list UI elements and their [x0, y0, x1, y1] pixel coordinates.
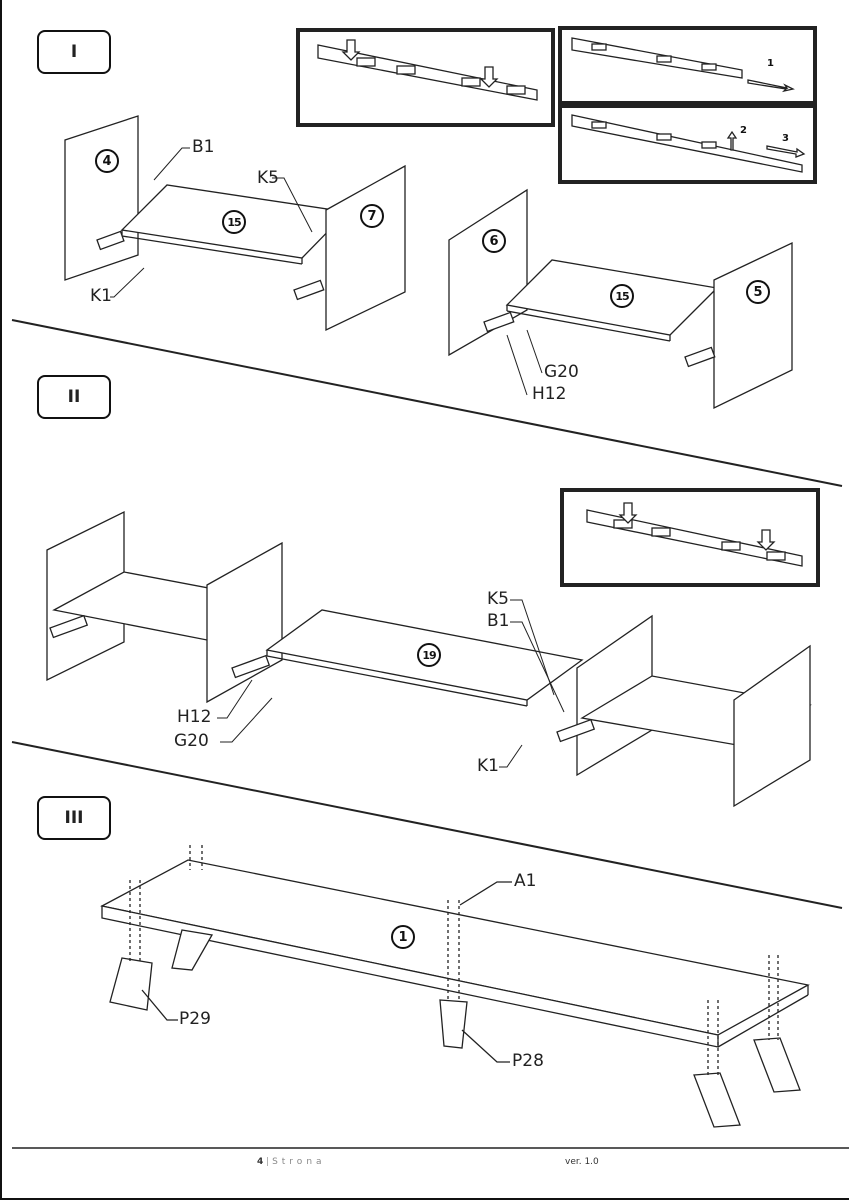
cabinet-drawing: [46, 510, 812, 808]
panel-number-7: 7: [360, 204, 384, 228]
version-label: ver. 1.0: [565, 1157, 599, 1167]
part-label-g20: G20: [544, 362, 579, 382]
step-label-1: I: [37, 30, 111, 74]
rail-detail-box: [296, 28, 555, 127]
panel-number-4: 4: [95, 149, 119, 173]
part-label-h12: H12: [177, 707, 212, 727]
panel-number-1: 1: [391, 925, 415, 949]
part-label-g20: G20: [174, 731, 209, 751]
part-label-k5: K5: [487, 589, 509, 609]
part-label-p28: P28: [512, 1051, 544, 1071]
step-label-2: II: [37, 375, 111, 419]
part-label-k1: K1: [477, 756, 499, 776]
part-label-k5: K5: [257, 168, 279, 188]
step-label-3: III: [37, 796, 111, 840]
part-label-a1: A1: [514, 871, 537, 891]
rail-step-number: 2: [740, 125, 747, 136]
panel-number-5: 5: [746, 280, 770, 304]
part-label-h12: H12: [532, 384, 567, 404]
panel-number-6: 6: [482, 229, 506, 253]
cabinet-drawing: [64, 115, 406, 332]
section-divider: [11, 319, 843, 487]
page-number: 4: [257, 1157, 264, 1167]
part-label-p29: P29: [179, 1009, 211, 1029]
rail-step-number: 1: [767, 58, 774, 69]
part-label-k1: K1: [90, 286, 112, 306]
rail-step-number: 3: [782, 133, 789, 144]
section-divider: [11, 741, 843, 909]
panel-number-15: 15: [610, 284, 634, 308]
panel-number-19: 19: [417, 643, 441, 667]
panel-number-15: 15: [222, 210, 246, 234]
footer-separator: |: [266, 1157, 270, 1167]
rail-detail-box: [558, 104, 817, 184]
page-footer-number: 4 | Strona: [257, 1157, 326, 1167]
page-word: Strona: [272, 1157, 326, 1167]
rail-detail-box: [560, 488, 820, 587]
rail-detail-box: [558, 26, 817, 105]
tabletop-with-legs-drawing: [100, 845, 810, 1128]
part-label-b1: B1: [192, 137, 215, 157]
part-label-b1: B1: [487, 611, 510, 631]
